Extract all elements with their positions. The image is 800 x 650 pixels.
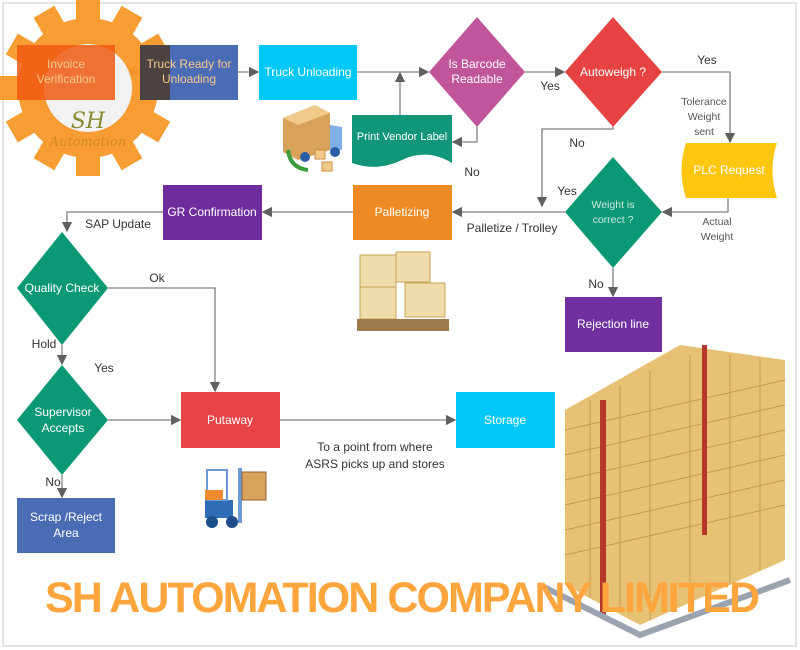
svg-text:Truck Unloading: Truck Unloading [265, 65, 352, 79]
asrs-rack-icon [538, 345, 792, 639]
node-print-vendor-label: Print Vendor Label [352, 115, 452, 167]
svg-text:GR Confirmation: GR Confirmation [167, 205, 256, 219]
node-palletizing: Palletizing [353, 185, 452, 240]
truck-unloading-icon [283, 105, 342, 172]
node-plc-request: PLC Request [681, 143, 777, 198]
svg-text:No: No [464, 165, 480, 179]
node-storage: Storage [456, 392, 555, 448]
svg-text:Yes: Yes [697, 53, 717, 67]
pallet-boxes-icon [357, 251, 449, 331]
svg-text:Ok: Ok [149, 271, 165, 285]
svg-text:SH: SH [71, 109, 106, 134]
node-rejection-line: Rejection line [565, 297, 662, 352]
svg-text:Automation: Automation [49, 135, 126, 150]
watermark-text: SH AUTOMATION COMPANY LIMITED [45, 574, 760, 622]
svg-text:Autoweigh ?: Autoweigh ? [580, 65, 646, 79]
decision-autoweigh: Autoweigh ? [565, 17, 662, 127]
svg-text:Rejection line: Rejection line [577, 317, 649, 331]
svg-text:Yes: Yes [94, 361, 114, 375]
svg-text:Storage: Storage [484, 413, 526, 427]
svg-text:Hold: Hold [32, 337, 57, 351]
svg-text:No: No [588, 277, 604, 291]
node-gr-confirmation: GR Confirmation [163, 185, 262, 240]
decision-quality-check: Quality Check [17, 232, 108, 345]
node-putaway: Putaway [181, 392, 280, 448]
forklift-icon [205, 468, 267, 528]
svg-text:Putaway: Putaway [207, 413, 253, 427]
svg-text:Yes: Yes [557, 184, 577, 198]
svg-text:Palletizing: Palletizing [375, 205, 430, 219]
svg-text:Quality Check: Quality Check [25, 281, 101, 295]
svg-text:PLC Request: PLC Request [693, 163, 765, 177]
logo-text: SH Automation [49, 109, 126, 150]
svg-text:No: No [569, 136, 585, 150]
svg-text:Yes: Yes [540, 79, 560, 93]
svg-text:Print Vendor Label: Print Vendor Label [357, 131, 448, 143]
svg-text:No: No [45, 475, 61, 489]
svg-text:Palletize / Trolley: Palletize / Trolley [467, 221, 558, 235]
svg-text:SAP Update: SAP Update [85, 217, 151, 231]
node-truck-unloading: Truck Unloading [259, 45, 357, 100]
